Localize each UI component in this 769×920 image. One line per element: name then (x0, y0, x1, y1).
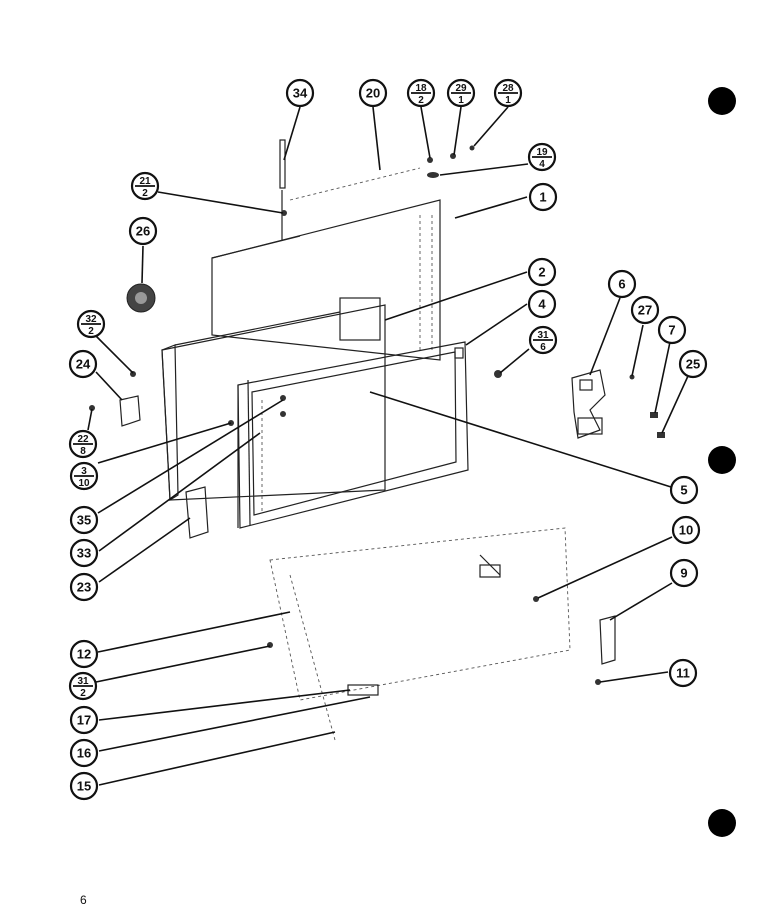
callout-number: 29 (455, 83, 467, 94)
outer-door-panel (237, 341, 469, 529)
punch-hole-middle (708, 446, 736, 474)
callout-number: 22 (77, 434, 89, 445)
callout-31-qty-2: 31 2 (68, 671, 98, 701)
callout-number: 3 (81, 466, 87, 477)
punch-hole-top (708, 87, 736, 115)
callout-29-qty-1: 29 1 (446, 78, 476, 108)
page-number: 6 (80, 893, 87, 907)
callout-12: 12 (69, 639, 99, 669)
callout-9: 9 (669, 558, 699, 588)
callout-number: 11 (676, 666, 690, 681)
callout-number: 31 (77, 676, 89, 687)
callout-27: 27 (630, 295, 660, 325)
callout-10: 10 (671, 515, 701, 545)
callout-1: 1 (528, 182, 558, 212)
callout-number: 5 (680, 483, 687, 498)
callout-quantity: 1 (458, 95, 464, 106)
callout-number: 35 (77, 513, 91, 528)
motor-part (126, 283, 156, 313)
callout-number: 4 (538, 297, 546, 312)
callout-28-qty-1: 28 1 (493, 78, 523, 108)
callout-number: 19 (536, 147, 548, 158)
callout-35: 35 (69, 505, 99, 535)
callout-quantity: 4 (539, 159, 545, 170)
callout-16: 16 (69, 738, 99, 768)
callout-number: 27 (638, 303, 652, 318)
callout-11: 11 (668, 658, 698, 688)
callout-number: 26 (136, 224, 150, 239)
lower-frame (269, 527, 571, 701)
callout-quantity: 2 (88, 326, 94, 337)
callout-number: 7 (668, 323, 675, 338)
callout-17: 17 (69, 705, 99, 735)
door-frame (161, 304, 386, 501)
callout-number: 21 (139, 176, 151, 187)
callout-4: 4 (527, 289, 557, 319)
callout-25: 25 (678, 349, 708, 379)
callout-quantity: 2 (142, 188, 148, 199)
callout-7: 7 (657, 315, 687, 345)
parts-drawing (89, 139, 665, 741)
callout-number: 12 (77, 647, 91, 662)
callout-quantity: 10 (78, 478, 90, 489)
fasteners (89, 145, 665, 685)
callout-5: 5 (669, 475, 699, 505)
callout-18-qty-2: 18 2 (406, 78, 436, 108)
callout-number: 9 (680, 566, 687, 581)
callout-quantity: 6 (540, 342, 546, 353)
callout-number: 6 (618, 277, 625, 292)
callout-6: 6 (607, 269, 637, 299)
callout-32-qty-2: 32 2 (76, 309, 106, 339)
punch-hole-bottom (708, 809, 736, 837)
callout-2: 2 (527, 257, 557, 287)
callout-34: 34 (285, 78, 315, 108)
callout-19-qty-4: 19 4 (527, 142, 557, 172)
callout-number: 32 (85, 314, 97, 325)
top-rail (289, 167, 421, 201)
callout-quantity: 8 (80, 446, 86, 457)
callout-number: 34 (293, 86, 308, 101)
callout-number: 33 (77, 546, 91, 561)
callout-number: 2 (538, 265, 545, 280)
bracket-part (599, 615, 616, 665)
callout-number: 31 (537, 330, 549, 341)
callout-24: 24 (68, 349, 98, 379)
callout-26: 26 (128, 216, 158, 246)
hinge-assembly (571, 369, 606, 439)
callout-number: 15 (77, 779, 91, 794)
callout-quantity: 2 (80, 688, 86, 699)
callout-number: 20 (366, 86, 380, 101)
callout-3-qty-10: 3 10 (69, 461, 99, 491)
callout-23: 23 (69, 572, 99, 602)
callout-number: 25 (686, 357, 700, 372)
callout-number: 18 (415, 83, 427, 94)
callout-33: 33 (69, 538, 99, 568)
callout-number: 23 (77, 580, 91, 595)
callout-22-qty-8: 22 8 (68, 429, 98, 459)
bracket-24 (119, 395, 141, 427)
callout-number: 16 (77, 746, 91, 761)
callout-number: 1 (539, 190, 546, 205)
leader-lines (87, 106, 689, 786)
side-bracket (185, 486, 209, 539)
callout-number: 28 (502, 83, 514, 94)
callout-number: 24 (76, 357, 91, 372)
callout-quantity: 1 (505, 95, 511, 106)
rear-panel (211, 199, 441, 361)
callout-number: 10 (679, 523, 693, 538)
callout-20: 20 (358, 78, 388, 108)
callout-31-qty-6: 31 6 (528, 325, 558, 355)
callout-number: 17 (77, 713, 91, 728)
callout-15: 15 (69, 771, 99, 801)
callout-21-qty-2: 21 2 (130, 171, 160, 201)
callout-quantity: 2 (418, 95, 424, 106)
